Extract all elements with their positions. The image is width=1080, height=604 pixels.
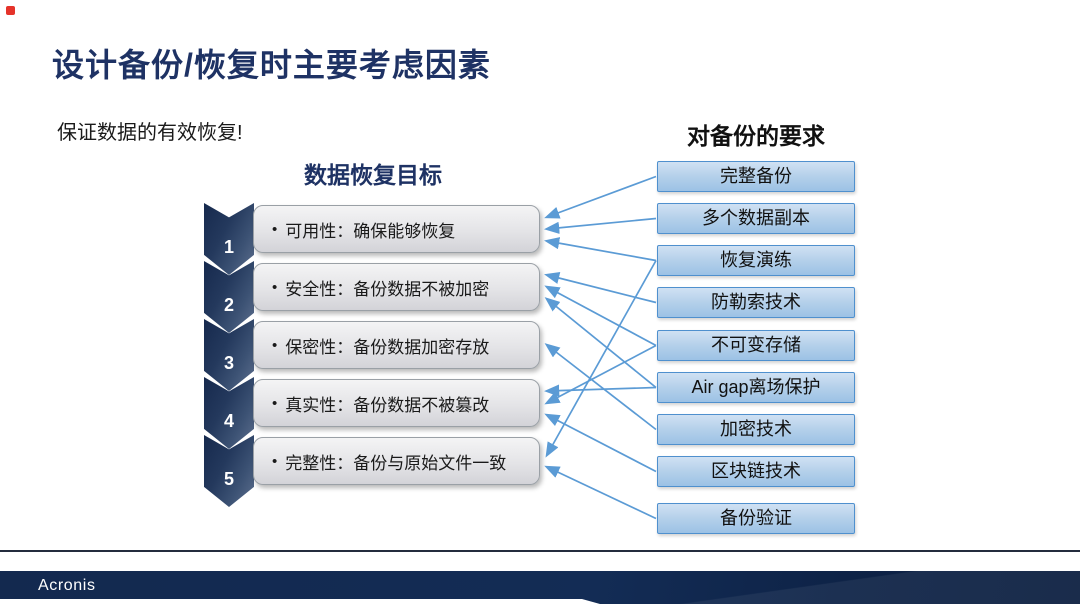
connector-arrow	[544, 175, 657, 219]
slide-subtitle: 保证数据的有效恢复!	[57, 122, 243, 144]
bullet-glyph: •	[272, 336, 278, 354]
requirement-box-anti-ransomware: 防勒索技术	[657, 287, 855, 318]
goal-label: 安全性：备份数据不被加密	[285, 279, 490, 299]
goal-row-1: 1 • 可用性：确保能够恢复	[0, 203, 560, 275]
goal-row-5: 5 • 完整性：备份与原始文件一致	[0, 435, 560, 507]
connector-arrow	[544, 465, 657, 520]
connector-arrow	[543, 384, 657, 397]
goal-box-security: • 安全性：备份数据不被加密	[253, 263, 540, 311]
goal-row-3: 3 • 保密性：备份数据加密存放	[0, 319, 560, 391]
requirement-box-full-backup: 完整备份	[657, 161, 855, 192]
bullet-glyph: •	[272, 394, 278, 412]
connector-arrow	[544, 343, 657, 431]
bullet-glyph: •	[272, 278, 278, 296]
goal-box-integrity: • 完整性：备份与原始文件一致	[253, 437, 540, 485]
step-number: 5	[223, 468, 234, 489]
goal-label: 完整性：备份与原始文件一致	[285, 453, 507, 473]
requirement-box-immutable-storage: 不可变存储	[657, 330, 855, 361]
step-number: 3	[223, 352, 234, 373]
connector-arrow	[544, 272, 657, 304]
connector-arrow	[544, 344, 657, 405]
thin-divider-line	[0, 550, 1080, 552]
slide-title: 设计备份/恢复时主要考虑因素	[52, 47, 491, 83]
goals-column-heading: 数据恢复目标	[304, 162, 442, 188]
goal-box-confidentiality: • 保密性：备份数据加密存放	[253, 321, 540, 369]
goal-box-availability: • 可用性：确保能够恢复	[253, 205, 540, 253]
requirement-box-blockchain: 区块链技术	[657, 456, 855, 487]
connector-arrow	[543, 217, 657, 234]
goal-label: 保密性：备份数据加密存放	[285, 337, 490, 357]
step-chevron-icon: 5	[204, 435, 254, 507]
connector-arrow	[543, 237, 657, 262]
requirement-box-recovery-drill: 恢复演练	[657, 245, 855, 276]
footer-white-wedge	[0, 599, 600, 604]
goal-label: 可用性：确保能够恢复	[285, 221, 456, 241]
connector-arrow	[545, 260, 657, 458]
requirement-box-multiple-copies: 多个数据副本	[657, 203, 855, 234]
requirement-box-backup-validation: 备份验证	[657, 503, 855, 534]
requirement-box-air-gap: Air gap离场保护	[657, 372, 855, 403]
goal-box-authenticity: • 真实性：备份数据不被篡改	[253, 379, 540, 427]
goal-row-2: 2 • 安全性：备份数据不被加密	[0, 261, 560, 333]
footer-bar: Acronis	[0, 571, 1080, 604]
step-number: 4	[223, 410, 234, 431]
requirements-column-heading: 对备份的要求	[687, 123, 825, 149]
connector-arrow	[544, 297, 657, 389]
connector-arrow	[544, 413, 657, 473]
requirement-box-encryption: 加密技术	[657, 414, 855, 445]
connector-arrow	[544, 285, 657, 347]
step-number: 1	[223, 236, 234, 257]
bullet-glyph: •	[272, 220, 278, 238]
red-indicator-dot	[6, 6, 15, 15]
bullet-glyph: •	[272, 452, 278, 470]
goal-row-4: 4 • 真实性：备份数据不被篡改	[0, 377, 560, 449]
step-number: 2	[223, 294, 234, 315]
goal-label: 真实性：备份数据不被篡改	[285, 395, 490, 415]
acronis-logo: Acronis	[38, 577, 96, 594]
